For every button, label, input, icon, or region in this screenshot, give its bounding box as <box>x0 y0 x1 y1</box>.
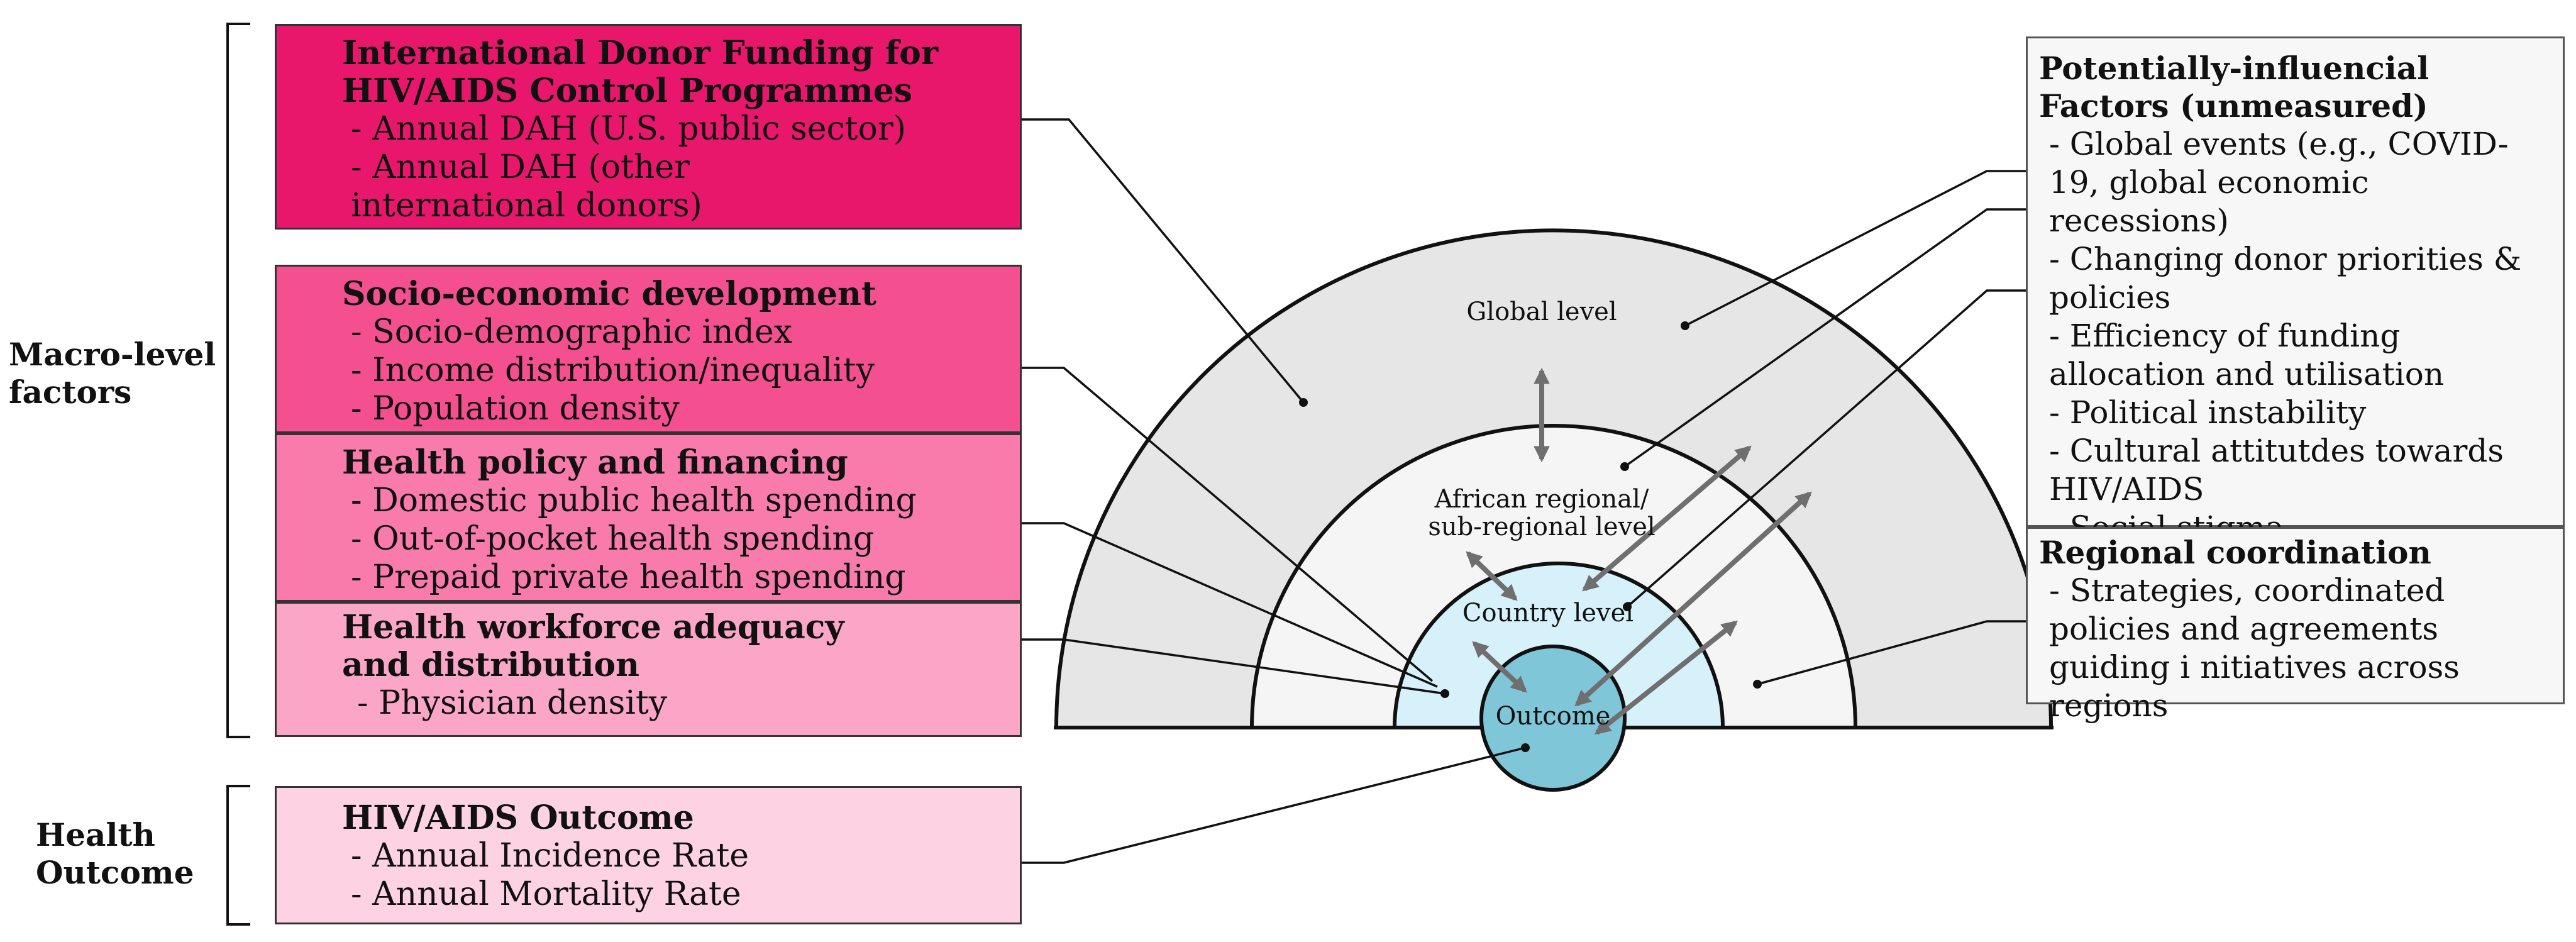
connector-hiv-outcome <box>1022 746 1526 864</box>
health-policy-item: - Out-of-pocket health spending <box>351 520 875 558</box>
unmeasured-factor-item: - Global events (e.g., COVID-19, global … <box>2049 126 2509 239</box>
connector-donor-funding <box>1022 118 1305 404</box>
connector-workforce <box>1022 638 1446 695</box>
donor-funding-item: - Annual DAH (U.S. public sector) <box>351 110 907 148</box>
unmeasured-factor-item: - Changing donor priorities & policies <box>2049 241 2522 316</box>
health-policy-item: - Prepaid private health spending <box>351 558 906 596</box>
health-policy-item: - Domestic public health spending <box>351 482 917 519</box>
donor-funding-item: - Annual DAH (other international donors… <box>351 148 702 224</box>
connector-donor-priorities <box>1623 208 2028 468</box>
health-outcome-label: Health Outcome <box>36 816 194 891</box>
unmeasured-factor-item: - Cultural attitutdes towards HIV/AIDS <box>2049 433 2504 507</box>
macro-bracket <box>226 23 250 738</box>
arrow-country-outcome <box>1472 641 1527 693</box>
regional-level-label: African regional/ sub-regional level <box>1428 485 1656 541</box>
country-level-label: Country level <box>1462 599 1634 628</box>
socio-economic-box: Socio-economic development - Socio-demog… <box>275 265 1022 433</box>
hiv-outcome-item: - Annual Incidence Rate <box>351 837 749 875</box>
connector-global-events <box>1684 170 2028 327</box>
unmeasured-factors-title: Potentially-influencial Factors (unmeasu… <box>2039 50 2430 125</box>
donor-funding-box: International Donor Funding for HIV/AIDS… <box>275 24 1022 230</box>
macro-level-label: Macro-level factors <box>9 336 216 411</box>
socio-economic-item: - Socio-demographic index <box>351 313 793 351</box>
regional-coordination-title: Regional coordination <box>2039 534 2431 571</box>
health-policy-box: Health policy and financing - Domestic p… <box>275 433 1022 602</box>
unmeasured-factor-item: - Political instability <box>2049 394 2367 431</box>
socio-economic-item: - Income distribution/inequality <box>351 352 875 389</box>
regional-coordination-item: - Strategies, coordinated policies and a… <box>2049 572 2460 724</box>
hiv-outcome-item: - Annual Mortality Rate <box>351 875 741 913</box>
outcome-label: Outcome <box>1495 702 1611 731</box>
regional-coordination-box: Regional coordination - Strategies, coor… <box>2026 527 2565 724</box>
hiv-outcome-box: HIV/AIDS Outcome - Annual Incidence Rate… <box>275 786 1022 924</box>
dot-outcome <box>1521 743 1530 752</box>
dot-coordination-right <box>1753 680 1762 689</box>
dot-global <box>1299 398 1308 407</box>
workforce-title: Health workforce adequacy and distributi… <box>342 608 844 684</box>
connector-socio-economic <box>1022 367 1434 682</box>
dot-workforce <box>1440 689 1449 698</box>
arrow-outcome-regional <box>1594 620 1739 735</box>
workforce-item: - Physician density <box>357 684 668 722</box>
connector-health-policy <box>1022 522 1438 688</box>
arrow-regional-country <box>1466 551 1518 601</box>
socio-economic-title: Socio-economic development <box>342 275 876 313</box>
connector-regional-coordination <box>1757 620 2028 685</box>
socio-economic-item: - Population density <box>351 390 680 428</box>
donor-funding-title: International Donor Funding for HIV/AIDS… <box>342 34 939 110</box>
global-level-label: Global level <box>1466 297 1617 326</box>
hiv-outcome-title: HIV/AIDS Outcome <box>342 799 694 837</box>
dot-regional-right <box>1620 462 1629 471</box>
dot-global-right <box>1681 321 1689 330</box>
workforce-box: Health workforce adequacy and distributi… <box>275 602 1022 737</box>
unmeasured-factors-box: Potentially-influencial Factors (unmeasu… <box>2026 36 2565 546</box>
health-bracket <box>226 785 250 926</box>
unmeasured-factor-item: - Efficiency of funding allocation and u… <box>2049 318 2445 392</box>
health-policy-title: Health policy and financing <box>342 443 848 482</box>
